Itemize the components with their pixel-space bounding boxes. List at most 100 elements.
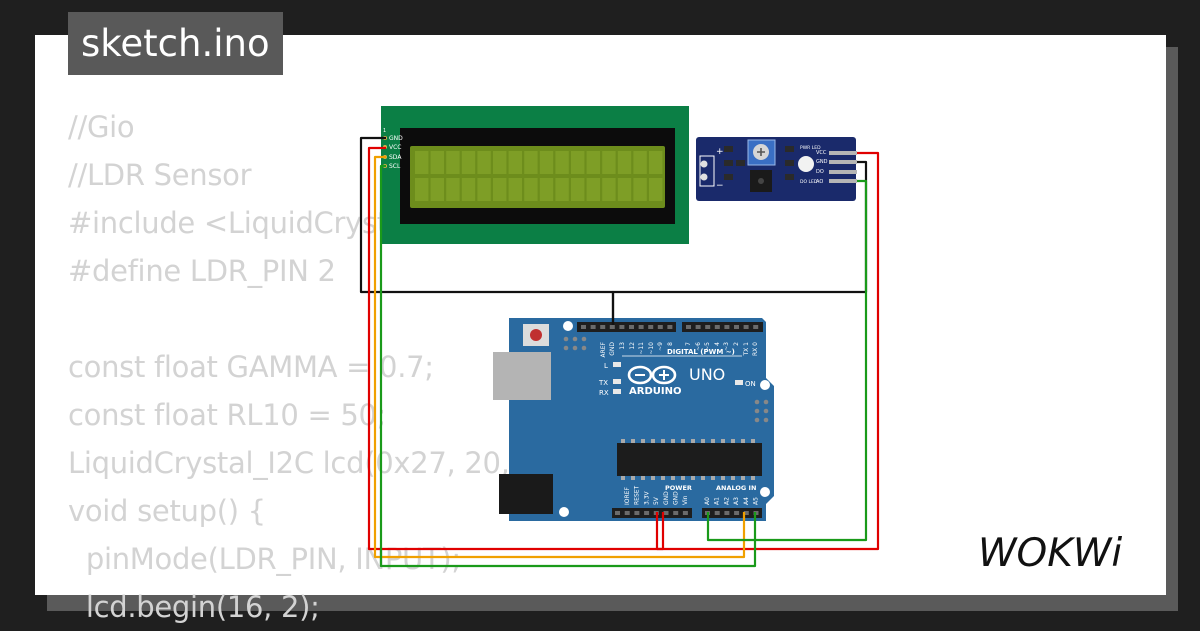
lcd-cell: [477, 151, 491, 174]
led-rx: [613, 389, 621, 394]
do-led-label: DO LED: [800, 179, 818, 185]
polarity-minus-label: −: [716, 181, 724, 191]
header-pin-hole: [734, 511, 740, 515]
digital-pin-holes: [581, 325, 759, 329]
header-pin-hole: [581, 325, 586, 329]
lcd-cell: [539, 151, 554, 174]
scl-wire: [379, 164, 757, 568]
pwr-led-label: PWR LED: [800, 145, 821, 151]
ldr-pin-ao-label: AO: [816, 179, 823, 185]
analog-pin-label: A0: [704, 497, 711, 505]
digital-pin-label: AREF: [600, 341, 607, 357]
wires: [359, 136, 880, 568]
lcd-display[interactable]: 1 GND VCC SDA SCL: [381, 106, 689, 244]
led-tx: [613, 379, 621, 384]
lcd-cell: [571, 151, 585, 174]
power-header-label: POWER: [665, 484, 692, 492]
header-pin-hole: [663, 511, 669, 515]
vcc-wire-lcd: [367, 146, 665, 551]
digital-header-label: DIGITAL (PWM ~): [667, 348, 735, 356]
lcd-cell: [539, 178, 554, 201]
digital-pin-label: 8: [667, 342, 674, 346]
digital-pin-label: RX 0: [752, 342, 759, 356]
icsp-header: [563, 336, 587, 351]
icsp2-header: [754, 399, 769, 423]
header-pin-hole: [667, 325, 673, 329]
lcd-cell: [586, 178, 600, 201]
wokwi-logo: WOKWi: [978, 531, 1122, 576]
led-rx-label: RX: [599, 389, 609, 397]
lcd-cell: [415, 151, 429, 174]
header-pin-hole: [724, 325, 730, 329]
lcd-cell: [446, 151, 460, 174]
code-line: //LDR Sensor: [68, 158, 252, 192]
lcd-cell: [430, 178, 444, 201]
header-pin-hole: [657, 325, 663, 329]
lcd-cell: [430, 151, 444, 174]
power-pin-label: IOREF: [624, 487, 631, 505]
microcontroller-pins: [621, 439, 755, 480]
digital-pin-label: 4: [714, 342, 721, 346]
file-tab[interactable]: sketch.ino: [68, 12, 283, 75]
lcd-cell: [649, 151, 663, 174]
lcd-cell: [617, 151, 632, 174]
digital-pin-label: 12: [629, 342, 636, 350]
power-jack: [499, 474, 553, 514]
header-pin-hole: [638, 325, 644, 329]
lcd-pin-vcc-label: VCC: [389, 144, 401, 151]
header-pin-hole: [609, 325, 615, 329]
lcd-cell: [446, 178, 460, 201]
lcd-cell: [555, 151, 569, 174]
ldr-pin-vcc-label: VCC: [816, 150, 827, 156]
analog-header-label: ANALOG IN: [716, 484, 756, 492]
reset-button-cap[interactable]: [530, 329, 542, 341]
header-pin-hole: [648, 325, 654, 329]
arduino-infinity-logo: [627, 365, 677, 385]
header-pin-hole: [743, 325, 749, 329]
header-pin-hole: [600, 325, 606, 329]
header-pin-hole: [615, 511, 620, 515]
header-pin-hole: [619, 325, 625, 329]
lcd-pin-scl-label: SCL: [389, 163, 401, 170]
ldr-sensor-module[interactable]: + − PWR LED DO LED VCC GND DO AO: [696, 137, 857, 201]
digital-pin-label: ~11: [638, 342, 645, 355]
photoresistor-lead: [700, 173, 708, 181]
power-pin-label: Vin: [682, 495, 689, 505]
header-pin-hole: [753, 325, 759, 329]
lcd-pin-gnd-label: GND: [389, 135, 403, 142]
ldr-pin-do-label: DO: [816, 169, 824, 175]
analog-pin-label: A3: [733, 497, 740, 505]
power-pin-label: 3.3V: [643, 490, 650, 505]
header-pin-hole: [714, 511, 720, 515]
code-line: //Gio: [68, 110, 135, 144]
code-line: const float RL10 = 50;: [68, 398, 387, 432]
code-line: pinMode(LDR_PIN, INPUT);: [68, 542, 461, 576]
ao-wire: [706, 179, 868, 542]
lcd-cell: [586, 151, 600, 174]
digital-header-right: [682, 322, 763, 332]
power-pin-label: GND: [673, 491, 680, 505]
digital-pin-label: ~10: [648, 342, 655, 355]
header-pin-hole: [695, 325, 701, 329]
pwr-led: [798, 156, 814, 172]
lcd-cell: [477, 178, 491, 201]
code-line: const float GAMMA = 0.7;: [68, 350, 434, 384]
lcd-cell: [633, 178, 647, 201]
lcd-cell: [649, 178, 663, 201]
header-pin-hole: [624, 511, 630, 515]
header-pin-hole: [743, 511, 749, 515]
power-pin-label: GND: [663, 491, 670, 505]
digital-pin-label: 2: [733, 342, 740, 346]
lcd-cell: [571, 178, 585, 201]
lcd-pin-sda-label: SDA: [389, 154, 402, 161]
header-pin-hole: [714, 325, 720, 329]
photoresistor-lead: [700, 160, 708, 168]
sda-wire: [373, 155, 746, 559]
header-pin-hole: [590, 325, 596, 329]
lcd-cell: [602, 178, 616, 201]
vcc-wire-ldr: [655, 151, 880, 551]
header-pin-hole: [629, 325, 634, 329]
